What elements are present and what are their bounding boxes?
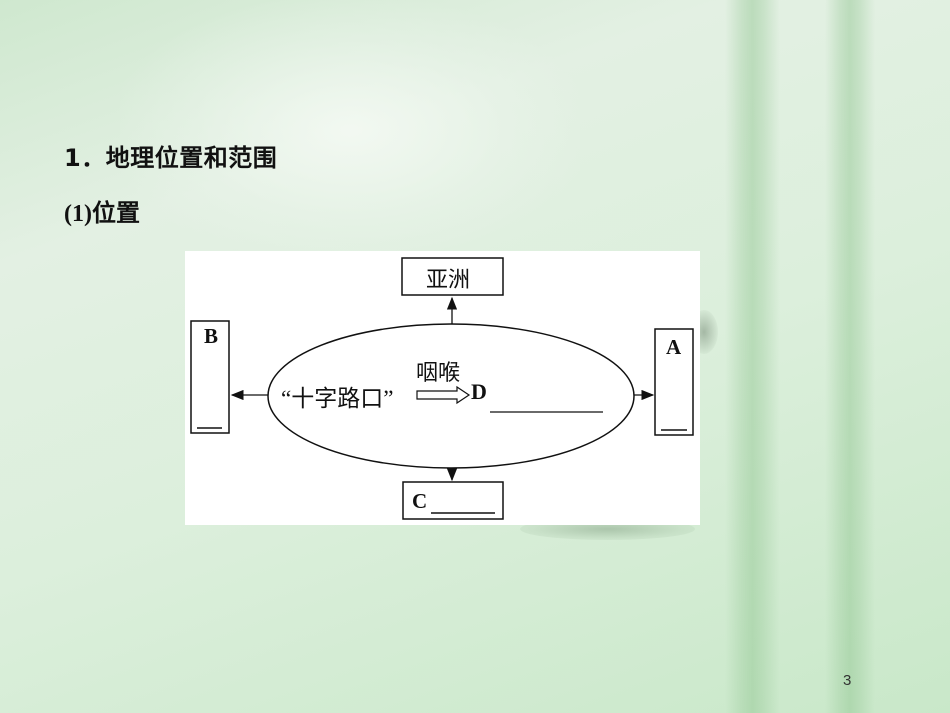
- bamboo-decoration-right: [825, 0, 875, 713]
- asia-label: 亚洲: [426, 267, 471, 292]
- b-label: B: [204, 324, 219, 348]
- page-number: 3: [843, 672, 852, 689]
- center-ellipse: [267, 323, 635, 469]
- a-label: A: [666, 335, 682, 359]
- crossroads-label: “十字路口”: [281, 386, 394, 411]
- throat-label: 咽喉: [416, 360, 461, 385]
- location-diagram: 亚洲 B A C 咽喉 “十字路口” D: [185, 251, 700, 525]
- subsection-heading: (1)位置: [64, 201, 140, 227]
- asia-box: [401, 257, 504, 296]
- c-label: C: [412, 489, 428, 513]
- bamboo-decoration-left: [725, 0, 780, 713]
- background-glow: [120, 0, 580, 260]
- section-heading: 1．地理位置和范围: [64, 144, 278, 172]
- a-box: [654, 328, 694, 436]
- d-label: D: [471, 379, 487, 404]
- diagram-lines: [190, 257, 694, 520]
- b-box: [190, 320, 230, 434]
